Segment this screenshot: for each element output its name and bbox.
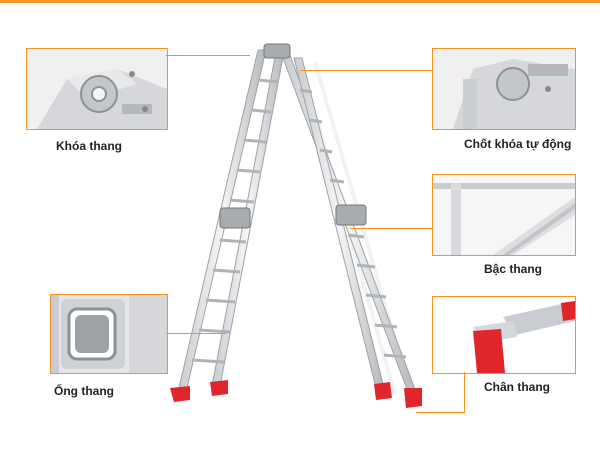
callout-foot-box xyxy=(432,296,576,374)
ladder-foot-icon xyxy=(433,297,575,373)
callout-step-leader xyxy=(350,228,432,229)
callout-tube-label: Ống thang xyxy=(54,384,114,398)
callout-foot-label: Chân thang xyxy=(484,380,550,394)
ladder-step-icon xyxy=(433,175,575,255)
folding-ladder-illustration xyxy=(170,43,422,408)
callout-lock-label: Khóa thang xyxy=(56,139,122,153)
callout-foot-leader-vertical xyxy=(464,372,465,412)
square-tube-icon xyxy=(51,295,167,373)
ladder-rungs-left xyxy=(191,78,279,364)
ladder-rungs-right xyxy=(299,88,407,359)
callout-auto-lock-label: Chốt khóa tự động xyxy=(464,137,572,151)
callout-tube-leader xyxy=(166,333,226,334)
ladder-feet xyxy=(170,380,422,408)
callout-foot-leader-horizontal xyxy=(416,412,465,413)
auto-lock-pin-icon xyxy=(433,49,575,129)
callout-tube-box xyxy=(50,294,168,374)
callout-step-label: Bậc thang xyxy=(484,262,543,276)
callout-lock-leader xyxy=(166,55,250,56)
ladder-hinge-lock-icon xyxy=(27,49,167,129)
callout-auto-lock-box xyxy=(432,48,576,130)
ladder-hinges xyxy=(219,43,367,229)
top-accent-bar xyxy=(0,0,600,3)
callout-auto-lock-leader xyxy=(300,70,432,71)
callout-lock-box xyxy=(26,48,168,130)
callout-step-box xyxy=(432,174,576,256)
